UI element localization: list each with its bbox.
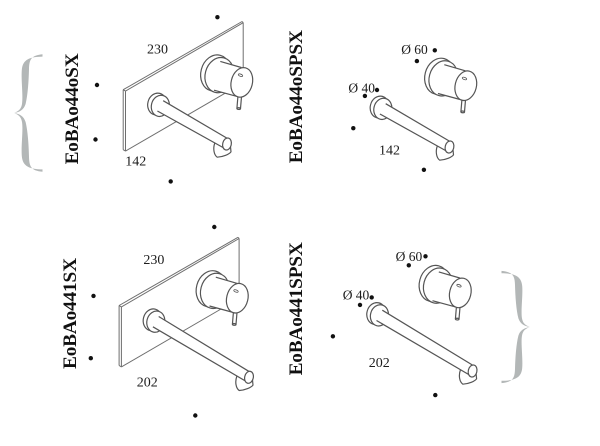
svg-text:202: 202: [369, 356, 390, 371]
svg-text:Ø 60: Ø 60: [396, 249, 423, 264]
svg-text:Ø 60: Ø 60: [401, 42, 428, 57]
svg-text:142: 142: [125, 154, 146, 169]
svg-text:230: 230: [143, 253, 164, 268]
svg-text:EoBAo44oSX: EoBAo44oSX: [62, 53, 83, 164]
svg-text:Ø 40: Ø 40: [343, 288, 370, 303]
svg-text:202: 202: [137, 376, 158, 391]
svg-text:EoBAo441SPSX: EoBAo441SPSX: [286, 242, 307, 375]
svg-text:142: 142: [379, 144, 400, 159]
svg-text:EoBAo441SX: EoBAo441SX: [60, 258, 81, 369]
svg-text:Ø 40: Ø 40: [348, 81, 375, 96]
svg-text:EoBAo44oSPSX: EoBAo44oSPSX: [286, 30, 307, 163]
svg-text:230: 230: [147, 42, 168, 57]
